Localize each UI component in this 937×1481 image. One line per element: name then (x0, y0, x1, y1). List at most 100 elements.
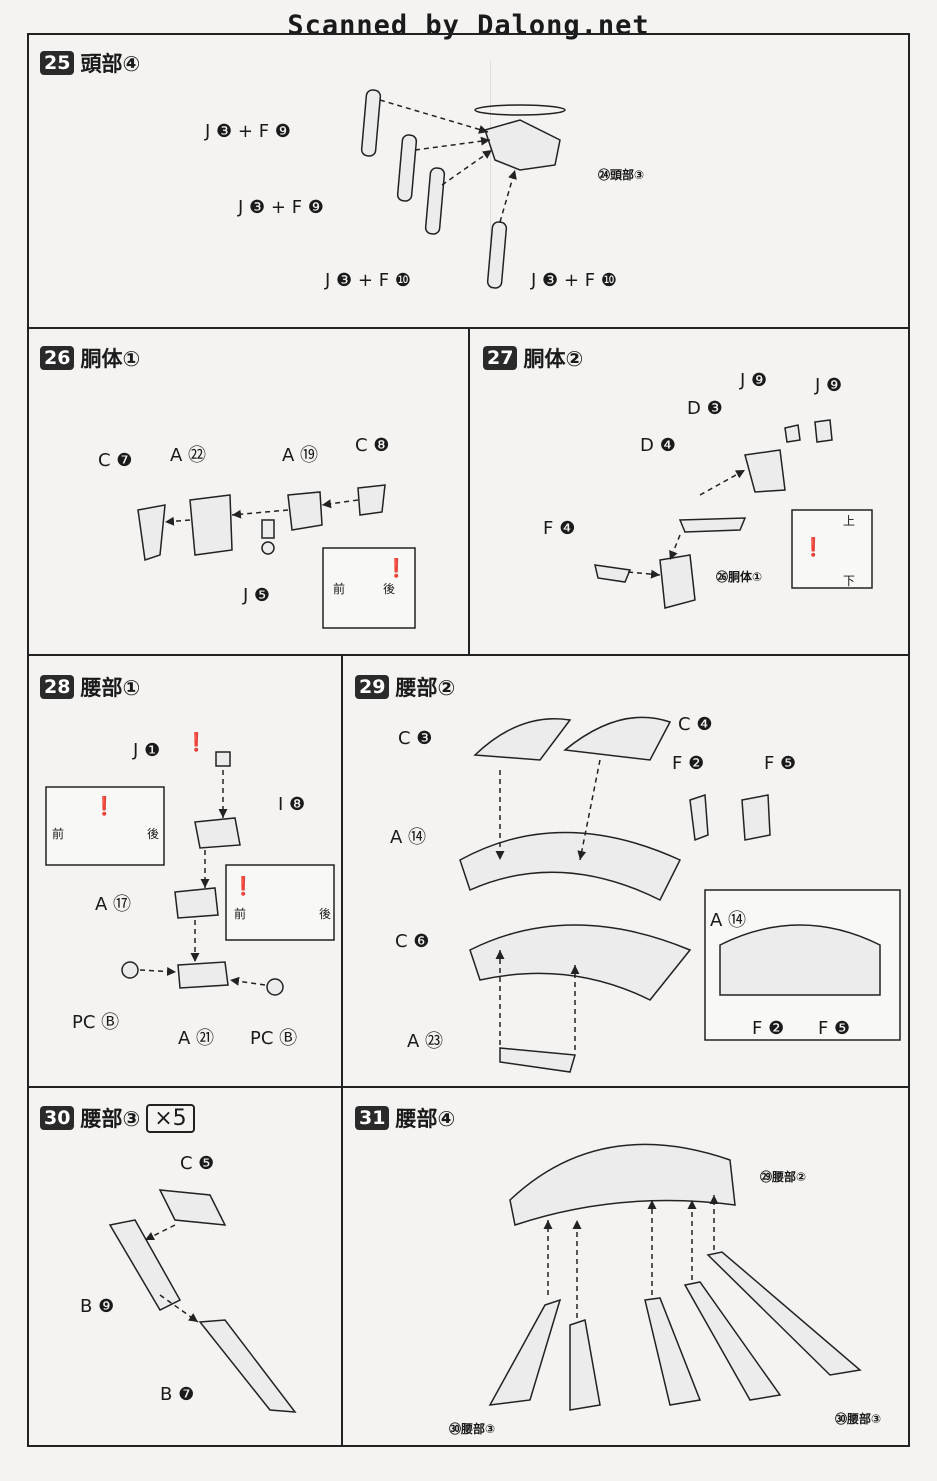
note-back: 後 (319, 907, 332, 921)
skirt-armor (644, 1297, 702, 1406)
rod-part (396, 134, 418, 202)
instruction-frame (27, 33, 910, 1447)
part-label: B ❾ (80, 1296, 115, 1317)
waist-part-a14 (459, 831, 682, 902)
torso-part-d4 (678, 517, 747, 533)
waist-part-c3 (473, 718, 572, 761)
waist-part-a23 (499, 1047, 576, 1073)
note-bottom: 下 (843, 574, 856, 588)
part-label: A ⑰ (95, 894, 132, 915)
torso-part-f4 (594, 564, 632, 583)
note-front: 前 (234, 907, 247, 921)
waist-part-b9 (108, 1219, 182, 1311)
torso-part-c7 (137, 504, 166, 561)
waist-part-c4 (563, 716, 672, 761)
note-front: 前 (52, 827, 65, 841)
step-27-title: 27 胴体② (483, 343, 583, 373)
skirt-armor (706, 1251, 862, 1376)
divider (27, 1086, 910, 1088)
step-29-title: 29 腰部② (355, 672, 455, 702)
detail-label: F ❺ (818, 1018, 851, 1039)
step-reference: ㉔頭部③ (598, 168, 645, 182)
note-box (322, 547, 416, 629)
part-label: C ❹ (678, 714, 713, 735)
skirt-armor (488, 1298, 562, 1406)
part-label: D ❹ (640, 435, 676, 456)
part-label: C ❺ (180, 1153, 215, 1174)
step-reference: ㉚腰部③ (835, 1412, 882, 1426)
note-top: 上 (843, 514, 856, 528)
note-back: 後 (383, 582, 396, 596)
part-label: B ❼ (160, 1384, 195, 1405)
head-rotor (474, 104, 566, 116)
note-back: 後 (147, 827, 160, 841)
rod-part (360, 89, 382, 157)
step-reference: ㉚腰部③ (449, 1422, 496, 1436)
step-31-title: 31 腰部④ (355, 1103, 455, 1133)
quantity-multiplier: ×5 (146, 1103, 195, 1133)
warning-icon: ❗ (93, 796, 116, 817)
part-label: C ❽ (355, 435, 390, 456)
part-label: J ❶ (133, 740, 161, 761)
joint-part-j5 (261, 519, 275, 539)
joint-part-j1 (215, 751, 231, 767)
rod-part (486, 221, 508, 289)
part-label: C ❻ (395, 931, 430, 952)
part-label: F ❷ (672, 753, 705, 774)
part-label: PC Ⓑ (72, 1012, 120, 1033)
part-label: J ❸ + F ❾ (205, 121, 291, 142)
step-26-title: 26 胴体① (40, 343, 140, 373)
head-part (484, 119, 561, 171)
joint-part-j9b (814, 419, 833, 443)
warning-icon: ❗ (385, 558, 408, 579)
waist-part-a21 (177, 961, 229, 989)
bleed-through (490, 60, 651, 290)
step-reference: ㉖胴体① (716, 570, 763, 584)
polycap-b (266, 978, 284, 996)
detail-assembly (719, 924, 881, 996)
step-reference: ㉙腰部② (760, 1170, 807, 1184)
part-label: I ❽ (278, 794, 306, 815)
part-label: J ❾ (815, 375, 843, 396)
note-front: 前 (333, 582, 346, 596)
divider (27, 654, 910, 656)
warning-icon: ❗ (232, 876, 255, 897)
waist-part-b7 (198, 1319, 297, 1413)
skirt-armor (569, 1319, 601, 1411)
scan-watermark: Scanned by Dalong.net (287, 10, 650, 41)
part-label: D ❸ (687, 398, 723, 419)
part-label: C ❸ (398, 728, 433, 749)
note-box (225, 864, 335, 941)
divider (468, 327, 470, 655)
torso-part-c8 (357, 484, 386, 516)
part-label: A ⑲ (282, 445, 319, 466)
rod-part (424, 167, 446, 235)
torso-part-a22 (189, 494, 233, 556)
part-label: A ㉒ (170, 445, 207, 466)
part-label: A ㉑ (178, 1028, 215, 1049)
step-28-title: 28 腰部① (40, 672, 140, 702)
part-label: J ❸ + F ❾ (238, 197, 324, 218)
detail-label: A ⑭ (710, 910, 747, 931)
waist-part-f5 (741, 794, 771, 841)
waist-part-f2 (689, 793, 709, 842)
joint-ball (261, 541, 275, 555)
note-box (791, 509, 873, 589)
waist-part-a17 (174, 887, 219, 919)
step-25-title: 25 頭部④ (40, 48, 140, 78)
warning-icon: ❗ (185, 732, 208, 753)
waist-part-c5 (158, 1189, 227, 1226)
part-label: J ❸ + F ❿ (531, 270, 617, 291)
step-30-title: 30 腰部③ ×5 (40, 1103, 195, 1133)
part-label: F ❹ (543, 518, 576, 539)
waist-part-c6 (469, 924, 692, 1001)
part-label: A ㉓ (407, 1031, 444, 1052)
warning-icon: ❗ (802, 537, 825, 558)
part-label: J ❾ (740, 370, 768, 391)
torso-part-d3 (744, 449, 786, 493)
joint-part-j9a (784, 424, 801, 443)
part-label: C ❼ (98, 450, 133, 471)
torso-part-a19 (287, 491, 323, 531)
part-label: F ❺ (764, 753, 797, 774)
